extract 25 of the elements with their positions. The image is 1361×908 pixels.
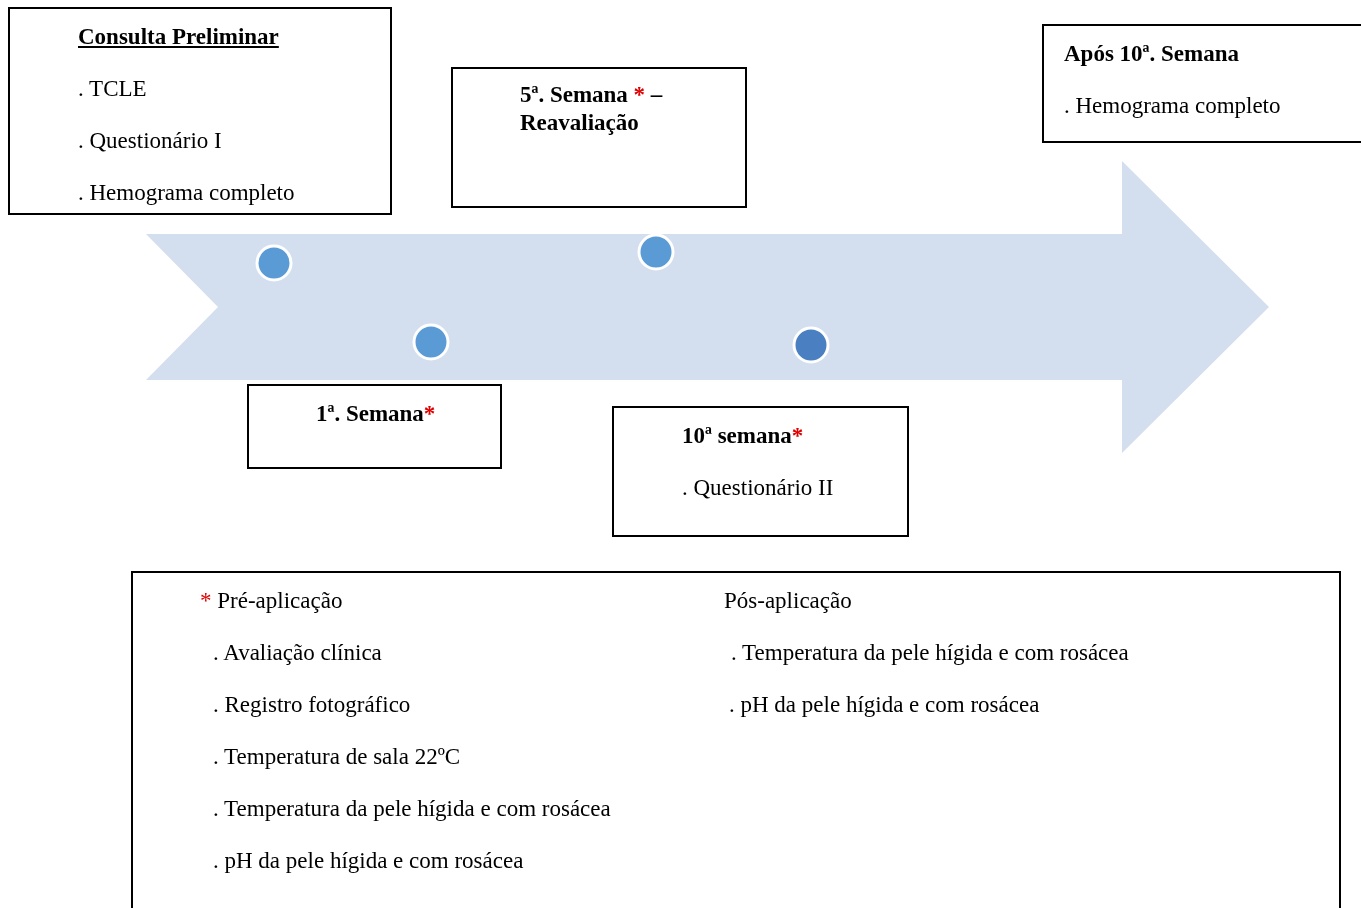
list-item: . Questionário I: [78, 127, 222, 155]
stage-heading: Consulta Preliminar: [78, 23, 279, 51]
section-heading: Pós-aplicação: [724, 587, 852, 615]
section-heading: * Pré-aplicação: [200, 587, 343, 615]
stage-box: [451, 67, 747, 208]
stage-heading: 1ª. Semana*: [316, 400, 436, 428]
stage-box: [612, 406, 909, 537]
stage-heading: 5ª. Semana * – Reavaliação: [520, 81, 664, 137]
stage-box: [247, 384, 502, 469]
list-item: . pH da pele hígida e com rosácea: [729, 691, 1040, 719]
stage-box: [8, 7, 392, 215]
list-item: . Temperatura da pele hígida e com rosácea: [731, 639, 1129, 667]
stage-heading: 10ª semana*: [682, 422, 804, 450]
list-item: . Temperatura da pele hígida e com rosácea: [213, 795, 611, 823]
list-item: . Hemograma completo: [1064, 92, 1281, 120]
stage-heading: Após 10ª. Semana: [1064, 40, 1239, 68]
list-item: . Temperatura de sala 22ºC: [213, 743, 461, 771]
list-item: . TCLE: [78, 75, 147, 103]
list-item: . Questionário II: [682, 474, 834, 502]
list-item: . Avaliação clínica: [213, 639, 382, 667]
notes-box: [131, 571, 1341, 908]
list-item: . Hemograma completo: [78, 179, 295, 207]
list-item: . Registro fotográfico: [213, 691, 411, 719]
stage-box: [1042, 24, 1361, 143]
list-item: . pH da pele hígida e com rosácea: [213, 847, 524, 875]
